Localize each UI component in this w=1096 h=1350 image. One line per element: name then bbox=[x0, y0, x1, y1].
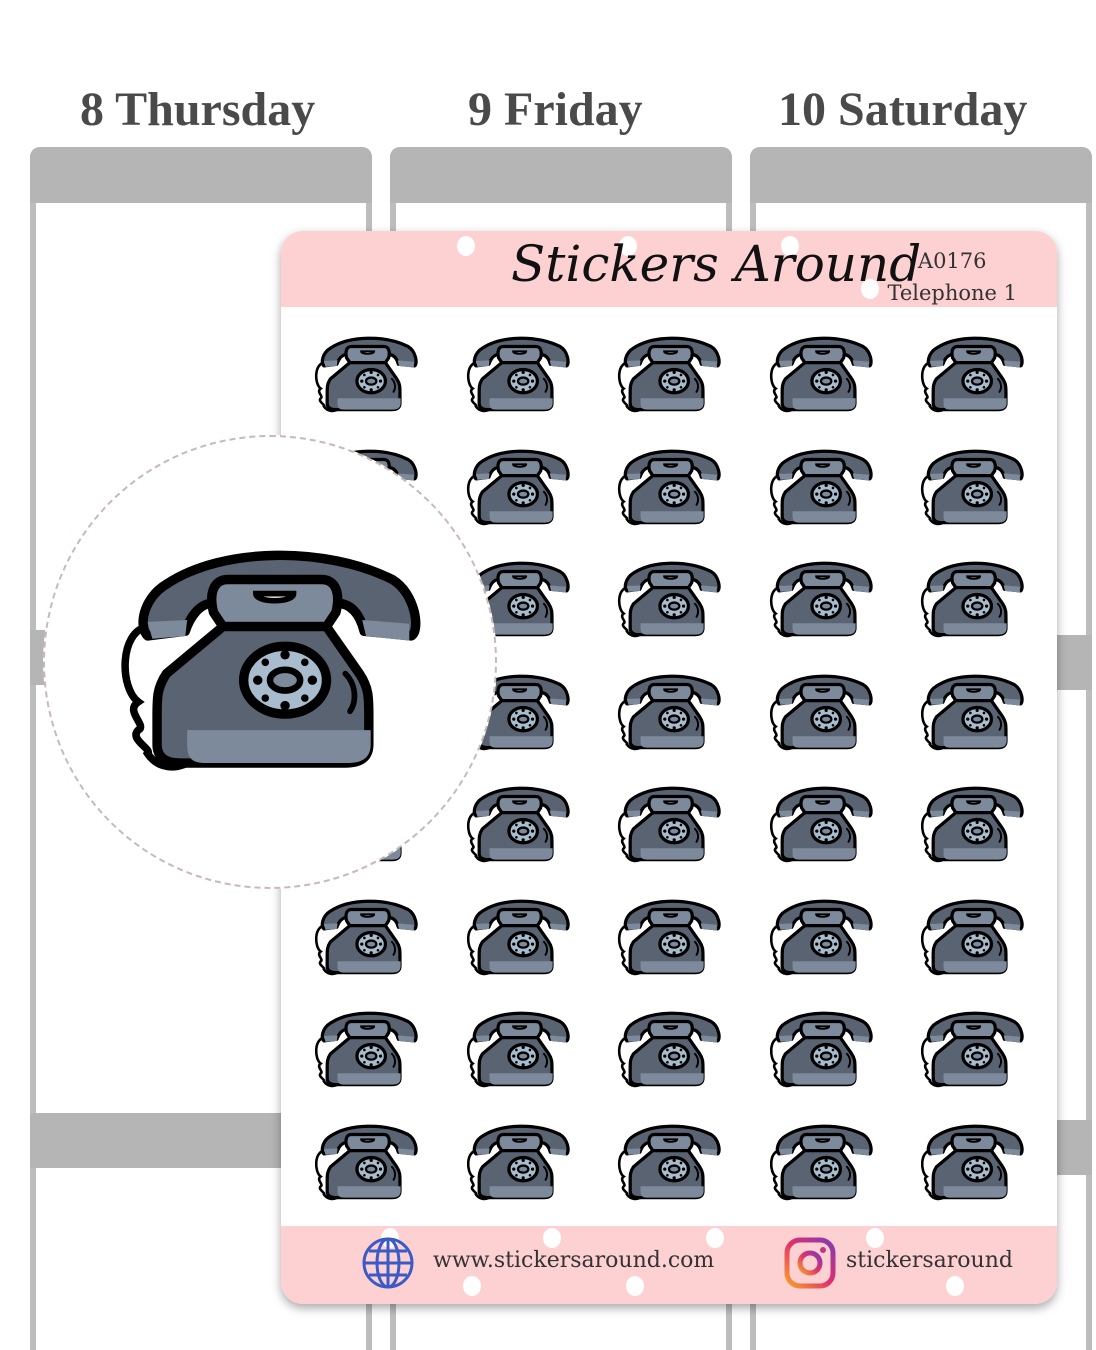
sticker-25 bbox=[917, 781, 1057, 894]
rotary-telephone-icon bbox=[917, 556, 1027, 642]
rotary-telephone-icon bbox=[463, 331, 573, 417]
sticker-4 bbox=[766, 331, 918, 444]
rotary-telephone-icon bbox=[463, 781, 573, 867]
rotary-telephone-icon bbox=[614, 331, 724, 417]
sticker-38 bbox=[614, 1119, 766, 1232]
brand-name: Stickers Around bbox=[511, 235, 922, 293]
instagram-handle[interactable]: stickersaround bbox=[846, 1248, 1013, 1273]
rotary-telephone-icon bbox=[917, 444, 1027, 530]
sticker-3 bbox=[614, 331, 766, 444]
rotary-telephone-icon bbox=[311, 1119, 421, 1205]
sticker-37 bbox=[463, 1119, 615, 1232]
rotary-telephone-icon bbox=[766, 331, 876, 417]
sticker-23 bbox=[614, 781, 766, 894]
sticker-7 bbox=[463, 444, 615, 557]
sticker-33 bbox=[614, 1006, 766, 1119]
day-label-friday: 9 Friday bbox=[468, 83, 643, 136]
sticker-13 bbox=[614, 556, 766, 669]
sticker-22 bbox=[463, 781, 615, 894]
rotary-telephone-icon bbox=[311, 894, 421, 980]
rotary-telephone-icon bbox=[766, 1119, 876, 1205]
rotary-telephone-icon bbox=[463, 1006, 573, 1092]
rotary-telephone-icon bbox=[463, 1119, 573, 1205]
sheet-footer: www.stickersaround.com stickersaround bbox=[281, 1226, 1057, 1304]
rotary-telephone-icon bbox=[614, 556, 724, 642]
sticker-24 bbox=[766, 781, 918, 894]
sticker-29 bbox=[766, 894, 918, 1007]
sticker-5 bbox=[917, 331, 1057, 444]
globe-icon bbox=[362, 1237, 414, 1289]
rotary-telephone-icon bbox=[766, 781, 876, 867]
sticker-30 bbox=[917, 894, 1057, 1007]
sticker-27 bbox=[463, 894, 615, 1007]
sticker-8 bbox=[614, 444, 766, 557]
sheet-name: Telephone 1 bbox=[887, 281, 1017, 305]
rotary-telephone-icon bbox=[917, 781, 1027, 867]
rotary-telephone-icon bbox=[766, 669, 876, 755]
day-label-thursday: 8 Thursday bbox=[80, 83, 316, 136]
rotary-telephone-icon bbox=[614, 1006, 724, 1092]
sticker-32 bbox=[463, 1006, 615, 1119]
rotary-telephone-icon bbox=[110, 537, 430, 782]
sticker-40 bbox=[917, 1119, 1057, 1232]
rotary-telephone-icon bbox=[766, 1006, 876, 1092]
sticker-18 bbox=[614, 669, 766, 782]
rotary-telephone-icon bbox=[917, 331, 1027, 417]
sticker-1 bbox=[311, 331, 463, 444]
sheet-header: Stickers Around A0176 Telephone 1 bbox=[281, 231, 1057, 307]
planner-divider bbox=[1050, 635, 1092, 690]
rotary-telephone-icon bbox=[766, 444, 876, 530]
sticker-26 bbox=[311, 894, 463, 1007]
sticker-35 bbox=[917, 1006, 1057, 1119]
sticker-9 bbox=[766, 444, 918, 557]
rotary-telephone-icon bbox=[614, 1119, 724, 1205]
rotary-telephone-icon bbox=[311, 1006, 421, 1092]
sticker-15 bbox=[917, 556, 1057, 669]
rotary-telephone-icon bbox=[614, 669, 724, 755]
rotary-telephone-icon bbox=[917, 669, 1027, 755]
sticker-zoom-preview bbox=[43, 435, 497, 889]
rotary-telephone-icon bbox=[614, 781, 724, 867]
planner-divider bbox=[1050, 1120, 1092, 1175]
rotary-telephone-icon bbox=[614, 444, 724, 530]
sticker-2 bbox=[463, 331, 615, 444]
rotary-telephone-icon bbox=[463, 894, 573, 980]
rotary-telephone-icon bbox=[614, 894, 724, 980]
sticker-39 bbox=[766, 1119, 918, 1232]
rotary-telephone-icon bbox=[917, 894, 1027, 980]
website-link[interactable]: www.stickersaround.com bbox=[433, 1248, 715, 1273]
sticker-31 bbox=[311, 1006, 463, 1119]
sheet-info: A0176 Telephone 1 bbox=[887, 245, 1017, 309]
rotary-telephone-icon bbox=[917, 1119, 1027, 1205]
day-label-saturday: 10 Saturday bbox=[778, 83, 1028, 136]
sticker-14 bbox=[766, 556, 918, 669]
sticker-10 bbox=[917, 444, 1057, 557]
rotary-telephone-icon bbox=[463, 444, 573, 530]
rotary-telephone-icon bbox=[766, 894, 876, 980]
rotary-telephone-icon bbox=[311, 331, 421, 417]
sticker-20 bbox=[917, 669, 1057, 782]
sticker-28 bbox=[614, 894, 766, 1007]
instagram-icon bbox=[784, 1237, 836, 1289]
sticker-36 bbox=[311, 1119, 463, 1232]
sticker-34 bbox=[766, 1006, 918, 1119]
rotary-telephone-icon bbox=[917, 1006, 1027, 1092]
sheet-code: A0176 bbox=[917, 249, 987, 273]
rotary-telephone-icon bbox=[766, 556, 876, 642]
sticker-19 bbox=[766, 669, 918, 782]
